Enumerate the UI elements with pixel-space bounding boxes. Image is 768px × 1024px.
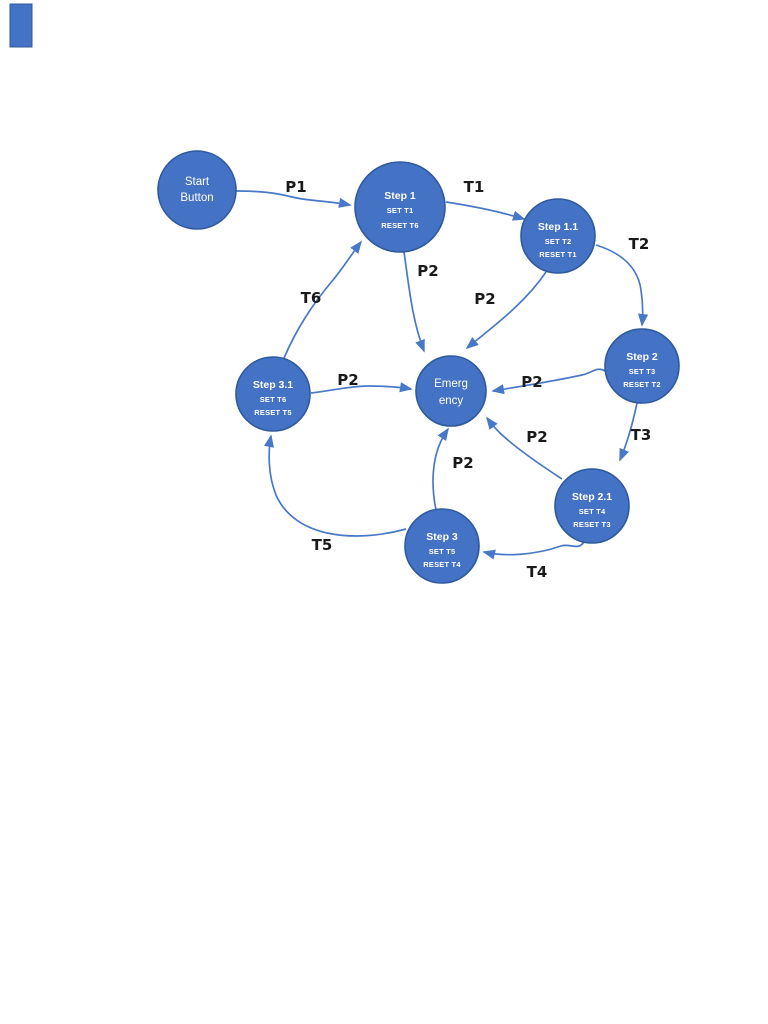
node-start-button-line2: Button: [180, 192, 213, 204]
node-step3-set: SET T5: [429, 547, 456, 556]
edge-label-group: P1 T1 T2 T3 T4 T5 T6 P2 P2 P2 P2 P2 P2: [285, 178, 651, 581]
edge-p2-step1-1-to-emergency: [465, 271, 547, 350]
node-step2-1-set: SET T4: [579, 507, 606, 516]
edge-t1-step1-to-step1-1: [445, 201, 526, 221]
node-step1-1-title: Step 1.1: [538, 221, 578, 233]
edge-t4-step2-1-to-step3: [482, 541, 585, 560]
node-step2: [604, 328, 680, 404]
node-step3-1: [235, 356, 311, 432]
connector-group: [235, 190, 649, 560]
node-step1-1-reset: RESET T1: [539, 250, 576, 259]
edge-label-t2: T2: [629, 235, 650, 253]
node-step3-1-reset: RESET T5: [254, 408, 291, 417]
node-step1-1: [520, 198, 596, 274]
node-step2-1-title: Step 2.1: [572, 491, 612, 503]
edge-p2-step3-to-emergency: [432, 427, 449, 511]
node-step2-set: SET T3: [629, 367, 656, 376]
edge-label-t3: T3: [631, 426, 652, 444]
edge-t2-step1-1-to-step2: [595, 244, 649, 327]
node-step1-title: Step 1: [384, 190, 416, 202]
edge-p1-start-to-step1: [235, 190, 352, 208]
node-step3: [404, 508, 480, 584]
node-step2-title: Step 2: [626, 351, 658, 363]
edge-t3-step2-to-step2-1: [619, 402, 638, 462]
node-step2-reset: RESET T2: [623, 380, 660, 389]
edge-label-t5: T5: [312, 536, 333, 554]
corner-blue-shape: [9, 3, 33, 48]
node-step3-title: Step 3: [426, 531, 458, 543]
node-start-button: [157, 150, 237, 230]
node-step1-1-set: SET T2: [545, 237, 572, 246]
edge-label-t6: T6: [301, 289, 322, 307]
edge-label-p2-step1: P2: [417, 262, 438, 280]
node-step1-set: SET T1: [387, 206, 414, 215]
node-step1-reset: RESET T6: [381, 221, 418, 230]
edge-p2-step2-to-emergency: [491, 368, 606, 395]
edge-p2-step2-1-to-emergency: [485, 416, 563, 480]
edge-label-p2-step2-1: P2: [526, 428, 547, 446]
edge-label-t1: T1: [464, 178, 485, 196]
node-emergency-line2: ency: [439, 395, 464, 407]
node-step1: [354, 161, 446, 253]
node-start-button-line1: Start: [185, 176, 210, 188]
edge-t6-step3-1-to-step1: [283, 240, 363, 359]
edge-label-p1: P1: [285, 178, 306, 196]
node-emergency: [415, 355, 487, 427]
edge-label-p2-step2: P2: [521, 373, 542, 391]
node-step3-1-set: SET T6: [260, 395, 287, 404]
node-step3-reset: RESET T4: [423, 560, 461, 569]
edge-label-p2-step3-1: P2: [337, 371, 358, 389]
edge-p2-step1-to-emergency: [403, 251, 425, 353]
edge-t5-step3-to-step3-1: [263, 434, 407, 537]
node-step2-1-reset: RESET T3: [573, 520, 610, 529]
edge-label-p2-step3: P2: [452, 454, 473, 472]
edge-label-p2-step1-1: P2: [474, 290, 495, 308]
node-emergency-line1: Emerg: [434, 378, 468, 390]
node-group: Start Button Step 1 SET T1 RESET T6 Step…: [157, 150, 680, 584]
edge-label-t4: T4: [527, 563, 548, 581]
edge-p2-step3-1-to-emergency: [310, 382, 413, 394]
node-step2-1: [554, 468, 630, 544]
node-step3-1-title: Step 3.1: [253, 379, 293, 391]
